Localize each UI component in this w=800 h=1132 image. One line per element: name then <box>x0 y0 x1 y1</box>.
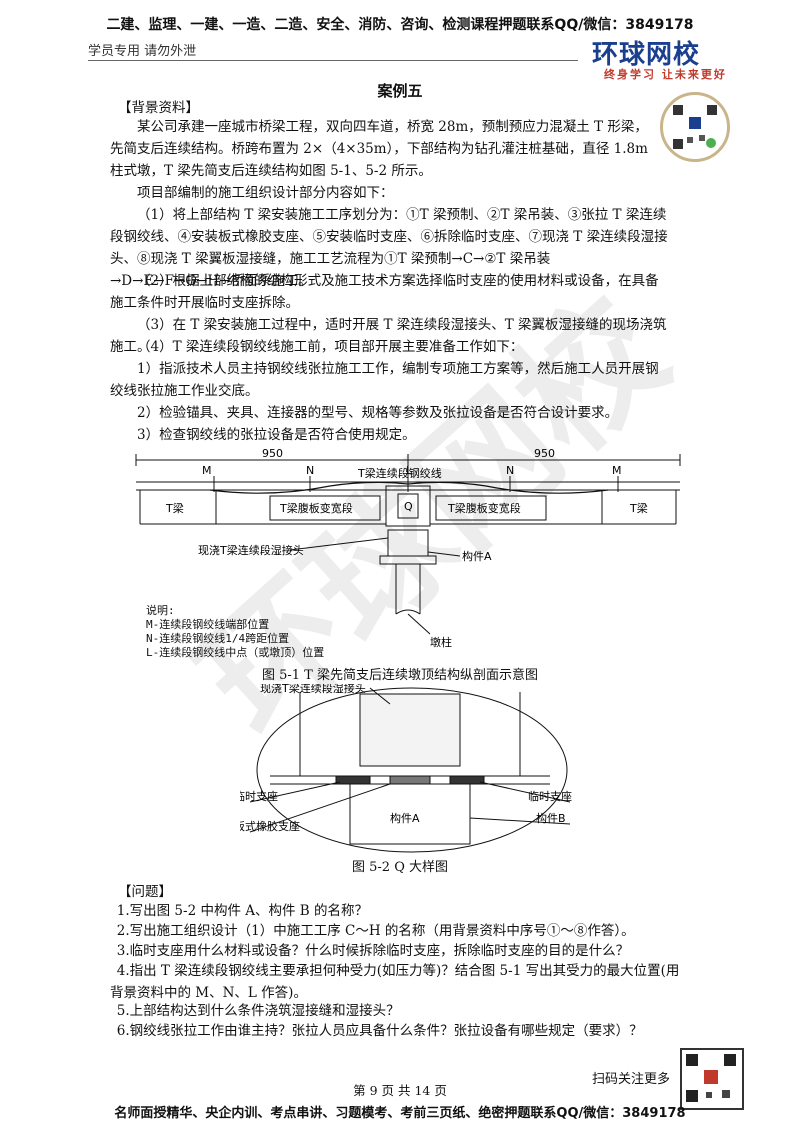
label-tbeam-right: T梁 <box>629 501 648 515</box>
mark-m-right: M <box>612 464 622 477</box>
bottom-banner: 名师面授精华、央企内训、考点串讲、习题模考、考前三页纸、绝密押题联系QQ/微信：… <box>114 1106 686 1121</box>
top-banner: 二建、监理、一建、一造、二造、安全、消防、咨询、检测课程押题联系QQ/微信：38… <box>106 17 694 33</box>
qr-code-icon <box>660 92 730 162</box>
legend-m: M-连续段钢绞线端部位置 <box>146 618 270 631</box>
label-member-a: 构件A <box>462 549 492 563</box>
label-wet-joint: 现浇T梁连续段湿接头 <box>198 543 304 557</box>
background-paragraph-3: （1）将上部结构 T 梁安装施工工序划分为：①T 梁预制、②T 梁吊装、③张拉 … <box>110 207 668 289</box>
question-4: 4.指出 T 梁连续段钢绞线主要承担何种受力(如压力等)？结合图 5-1 写出其… <box>110 963 680 1001</box>
background-paragraph-7: 1）指派技术人员主持钢绞线张拉施工工作，编制专项施工方案等，然后施工人员开展钢绞… <box>110 361 659 399</box>
question-1: 1.写出图 5-2 中构件 A、构件 B 的名称？ <box>116 903 368 919</box>
label-pier: 墩柱 <box>430 635 452 649</box>
background-paragraph-4: （2）根据上部结构的结构形式及施工技术方案选择临时支座的使用材料或设备，在具备施… <box>110 273 659 311</box>
mark-m-left: M <box>202 464 212 477</box>
question-2: 2.写出施工组织设计（1）中施工工序 C～H 的名称（用背景资料中序号①～⑧作答… <box>116 923 635 939</box>
figure-5-1-diagram: 950 950 T梁连续段钢绞线 M N L N M T梁 T梁腹板变宽段 T梁… <box>135 447 681 649</box>
mark-n-left: N <box>306 464 314 477</box>
q-label-member-b: 构件B <box>536 811 566 825</box>
q-label-temp-left: 临时支座 <box>240 789 278 803</box>
background-paragraph-1: 某公司承建一座城市桥梁工程，双向四车道，桥宽 28m，预制预应力混凝土 T 形梁… <box>110 119 653 179</box>
q-label-member-a: 构件A <box>390 811 420 825</box>
question-3: 3.临时支座用什么材料或设备？什么时候拆除临时支座，拆除临时支座的目的是什么？ <box>116 943 630 959</box>
confidential-note: 学员专用 请勿外泄 <box>88 44 197 59</box>
q-label-rubber: 板式橡胶支座 <box>240 819 300 833</box>
questions-heading: 【问题】 <box>118 884 172 900</box>
logo: 环球网校 <box>592 40 701 70</box>
q-label-temp-right: 临时支座 <box>528 789 572 803</box>
background-paragraph-5: （3）在 T 梁安装施工过程中，适时开展 T 梁连续段湿接头、T 梁翼板湿接缝的… <box>110 317 667 355</box>
background-paragraph-6: （4）T 梁连续段钢绞线施工前，项目部开展主要准备工作如下： <box>137 339 524 355</box>
figure-5-2-caption: 图 5-2 Q 大样图 <box>352 860 448 875</box>
figure-5-1-caption: 图 5-1 T 梁先简支后连续墩顶结构纵剖面示意图 <box>261 668 538 683</box>
mark-n-right: N <box>506 464 514 477</box>
scan-prompt: 扫码关注更多 <box>592 1072 671 1087</box>
dimension-left: 950 <box>262 447 283 460</box>
q-label-wet-joint: 现浇T梁连续段湿接头 <box>260 684 366 695</box>
label-web-right: T梁腹板变宽段 <box>447 501 521 515</box>
label-q: Q <box>404 500 413 513</box>
qr-code-icon <box>680 1048 744 1110</box>
background-paragraph-8: 2）检验锚具、夹具、连接器的型号、规格等参数及张拉设备是否符合设计要求。 <box>137 405 619 421</box>
logo-slogan: 终身学习 让未来更好 <box>604 68 727 81</box>
question-6: 6.钢绞线张拉工作由谁主持？张拉人员应具备什么条件？张拉设备有哪些规定（要求）？ <box>116 1023 643 1039</box>
label-web-left: T梁腹板变宽段 <box>279 501 353 515</box>
header-divider <box>88 60 578 61</box>
page-number: 第 9 页 共 14 页 <box>353 1083 447 1098</box>
question-5: 5.上部结构达到什么条件浇筑湿接缝和湿接头？ <box>116 1003 400 1019</box>
legend-title: 说明: <box>146 604 175 617</box>
case-title: 案例五 <box>377 82 423 100</box>
figure-5-2-diagram: 现浇T梁连续段湿接头 临时支座 板式橡胶支座 临时支座 构件A 构件B <box>240 684 572 853</box>
legend-l: L-连续段钢绞线中点（或墩顶）位置 <box>146 646 325 659</box>
background-heading: 【背景资料】 <box>118 100 199 116</box>
background-paragraph-9: 3）检查钢绞线的张拉设备是否符合使用规定。 <box>137 427 416 443</box>
tendon-label: T梁连续段钢绞线 <box>357 466 442 480</box>
legend-n: N-连续段钢绞线1/4跨距位置 <box>146 632 290 645</box>
dimension-right: 950 <box>534 447 555 460</box>
label-tbeam-left: T梁 <box>165 501 184 515</box>
mark-l: L <box>406 464 413 477</box>
background-paragraph-2: 项目部编制的施工组织设计部分内容如下： <box>137 185 394 201</box>
